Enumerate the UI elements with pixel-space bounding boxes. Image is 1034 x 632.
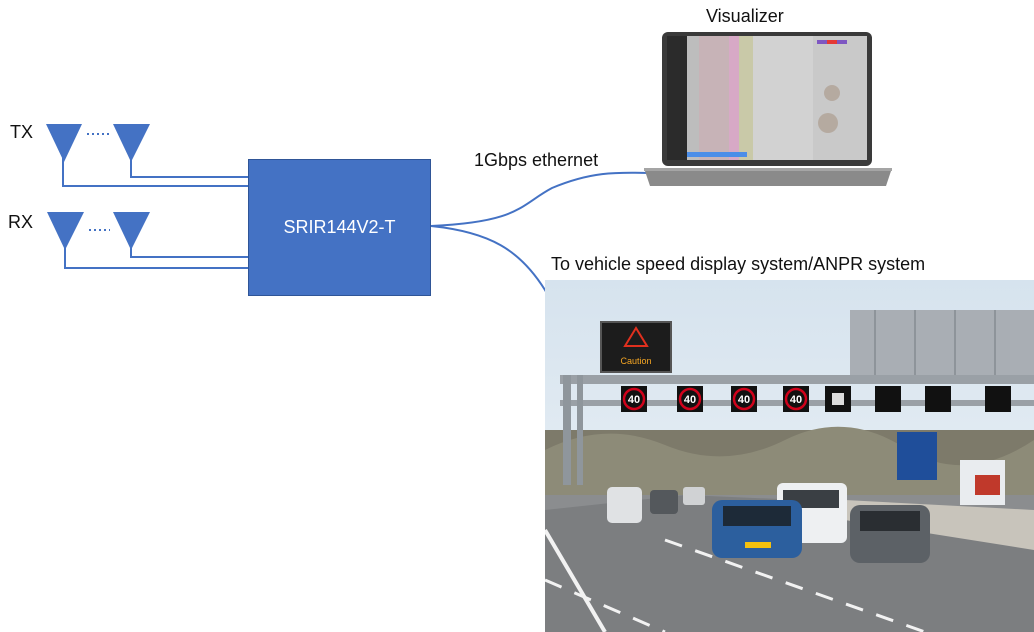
ethernet-label: 1Gbps ethernet (474, 150, 599, 170)
tx-antenna-2-feed (130, 158, 248, 178)
speed-sign-3: 40 (738, 394, 750, 406)
tx-label: TX (10, 122, 34, 142)
radar-unit: SRIR144V2-T (248, 159, 431, 296)
speed-sign-1: 40 (628, 394, 640, 406)
tx-antenna-2-icon (113, 124, 150, 162)
tx-antenna-1-icon (46, 124, 82, 162)
rx-antenna-2-feed (130, 248, 248, 258)
speed-sign-2: 40 (684, 394, 696, 406)
tx-antenna-1-feed (62, 158, 248, 187)
rx-antenna-1-feed (64, 248, 248, 269)
rx-label: RX (8, 212, 34, 232)
caution-warning-icon (623, 326, 649, 347)
rx-antenna-2-icon (113, 212, 150, 250)
speed-sign-4: 40 (790, 394, 802, 406)
motorway-photo: Caution 40 40 40 40 (545, 280, 1034, 632)
destination-label: To vehicle speed display system/ANPR sys… (551, 254, 926, 274)
visualizer-label: Visualizer (706, 6, 784, 26)
laptop-visualizer-icon (644, 32, 892, 186)
rx-antenna-1-icon (47, 212, 84, 250)
caution-sign-text: Caution (620, 356, 651, 366)
radar-unit-label: SRIR144V2-T (283, 217, 396, 237)
ethernet-cable (430, 171, 651, 227)
